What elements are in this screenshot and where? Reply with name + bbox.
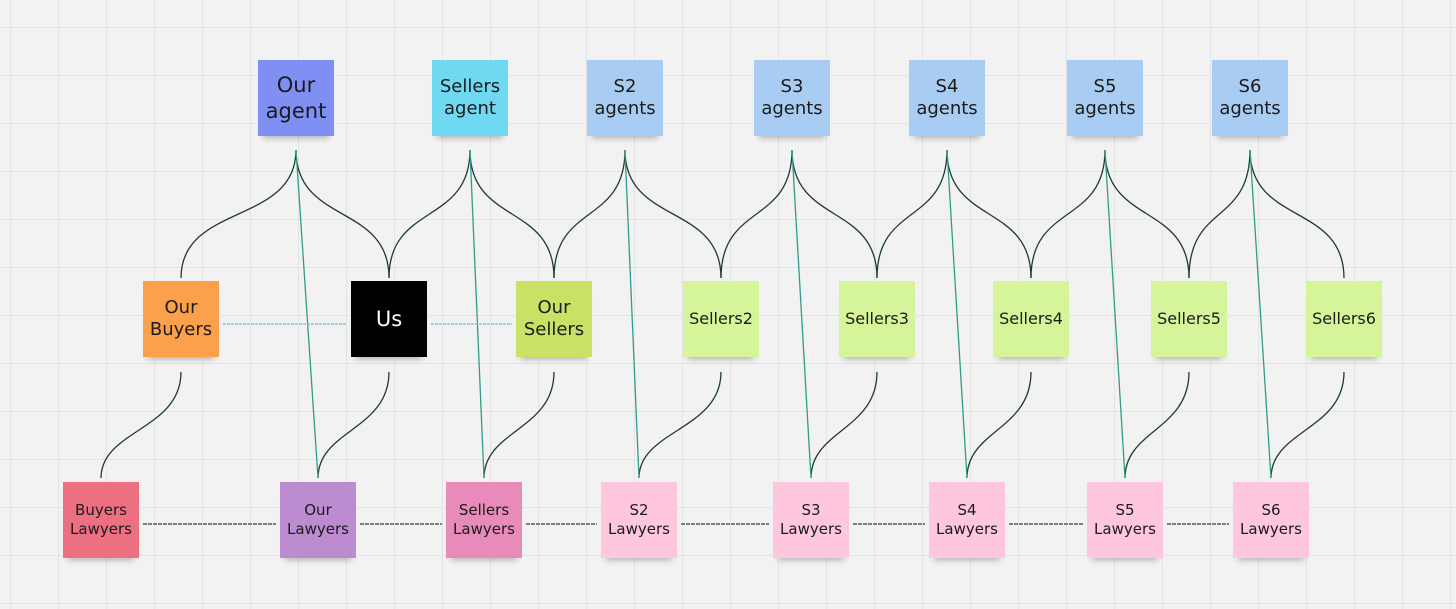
- sticky-note-text: Sellers5: [1157, 309, 1221, 328]
- sticky-note-our-agent[interactable]: Our agent: [258, 60, 334, 136]
- sticky-note-sellers6[interactable]: Sellers6: [1306, 281, 1382, 357]
- sticky-note-text: S3 agents: [761, 75, 823, 120]
- sticky-note-text: Sellers4: [999, 309, 1063, 328]
- connector-s3-agents-s3-lawyers: [791, 149, 812, 479]
- sticky-note-our-lawyers[interactable]: Our Lawyers: [280, 482, 356, 558]
- sticky-note-text: Our Buyers: [149, 296, 213, 341]
- sticky-note-our-sellers[interactable]: Our Sellers: [516, 281, 592, 357]
- connector-sellers-agent-our-sellers: [469, 149, 555, 279]
- sticky-note-sellers3[interactable]: Sellers3: [839, 281, 915, 357]
- connector-our-agent-our-buyers: [180, 149, 297, 279]
- connector-s4-agents-sellers4: [946, 149, 1032, 279]
- sticky-note-text: Us: [375, 306, 403, 331]
- sticky-note-text: S4 Lawyers: [936, 501, 998, 538]
- sticky-note-sellers-agent[interactable]: Sellers agent: [432, 60, 508, 136]
- sticky-note-s2-agents[interactable]: S2 agents: [587, 60, 663, 136]
- sticky-note-our-buyers[interactable]: Our Buyers: [143, 281, 219, 357]
- sticky-note-text: Sellers2: [689, 309, 753, 328]
- sticky-note-text: Sellers3: [845, 309, 909, 328]
- connector-our-sellers-sellers-lawyers: [483, 371, 555, 479]
- connector-s2-agents-s2-lawyers: [624, 149, 640, 479]
- connector-sellers-agent-sellers-lawyers: [469, 149, 485, 479]
- connector-sellers4-s4-lawyers: [966, 371, 1032, 479]
- sticky-note-text: Our agent: [265, 72, 327, 123]
- connector-s5-agents-s5-lawyers: [1104, 149, 1126, 479]
- sticky-note-s6-lawyers[interactable]: S6 Lawyers: [1233, 482, 1309, 558]
- connector-our-agent-our-lawyers: [295, 149, 319, 479]
- connector-us-our-lawyers: [317, 371, 390, 479]
- sticky-note-us[interactable]: Us: [351, 281, 427, 357]
- sticky-note-text: Our Lawyers: [287, 501, 349, 538]
- connector-sellers5-s5-lawyers: [1124, 371, 1190, 479]
- sticky-note-buyers-lawyers[interactable]: Buyers Lawyers: [63, 482, 139, 558]
- connector-s5-agents-sellers5: [1104, 149, 1190, 279]
- connector-s2-agents-sellers2: [624, 149, 722, 279]
- connector-sellers2-s2-lawyers: [638, 371, 722, 479]
- sticky-note-text: S2 Lawyers: [608, 501, 670, 538]
- connector-s4-agents-sellers3: [876, 149, 948, 279]
- sticky-note-text: Buyers Lawyers: [70, 501, 132, 538]
- connector-s5-agents-sellers4: [1030, 149, 1106, 279]
- sticky-note-text: Our Sellers: [523, 296, 585, 341]
- connector-our-agent-us: [295, 149, 390, 279]
- sticky-note-s3-agents[interactable]: S3 agents: [754, 60, 830, 136]
- sticky-note-text: S5 Lawyers: [1094, 501, 1156, 538]
- connector-s3-agents-sellers2: [720, 149, 793, 279]
- connector-s2-agents-our-sellers: [553, 149, 626, 279]
- sticky-note-s5-lawyers[interactable]: S5 Lawyers: [1087, 482, 1163, 558]
- sticky-note-s3-lawyers[interactable]: S3 Lawyers: [773, 482, 849, 558]
- connector-sellers-agent-us: [388, 149, 471, 279]
- sticky-note-text: Sellers agent: [439, 75, 501, 120]
- sticky-note-text: S5 agents: [1074, 75, 1136, 120]
- sticky-note-s6-agents[interactable]: S6 agents: [1212, 60, 1288, 136]
- sticky-note-sellers5[interactable]: Sellers5: [1151, 281, 1227, 357]
- sticky-note-text: Sellers Lawyers: [453, 501, 515, 538]
- sticky-note-text: S6 agents: [1219, 75, 1281, 120]
- connector-s6-agents-s6-lawyers: [1249, 149, 1272, 479]
- connector-s6-agents-sellers5: [1188, 149, 1251, 279]
- connector-sellers3-s3-lawyers: [810, 371, 878, 479]
- sticky-note-text: S6 Lawyers: [1240, 501, 1302, 538]
- sticky-note-sellers2[interactable]: Sellers2: [683, 281, 759, 357]
- sticky-note-s5-agents[interactable]: S5 agents: [1067, 60, 1143, 136]
- sticky-note-s4-agents[interactable]: S4 agents: [909, 60, 985, 136]
- sticky-note-sellers-lawyers[interactable]: Sellers Lawyers: [446, 482, 522, 558]
- sticky-note-text: S2 agents: [594, 75, 656, 120]
- sticky-note-text: S3 Lawyers: [780, 501, 842, 538]
- connector-s6-agents-sellers6: [1249, 149, 1345, 279]
- sticky-note-s2-lawyers[interactable]: S2 Lawyers: [601, 482, 677, 558]
- connector-sellers6-s6-lawyers: [1270, 371, 1345, 479]
- connector-our-buyers-buyers-lawyers: [100, 371, 182, 479]
- sticky-note-s4-lawyers[interactable]: S4 Lawyers: [929, 482, 1005, 558]
- sticky-note-text: Sellers6: [1312, 309, 1376, 328]
- connector-s3-agents-sellers3: [791, 149, 878, 279]
- sticky-note-text: S4 agents: [916, 75, 978, 120]
- sticky-note-sellers4[interactable]: Sellers4: [993, 281, 1069, 357]
- connector-s4-agents-s4-lawyers: [946, 149, 968, 479]
